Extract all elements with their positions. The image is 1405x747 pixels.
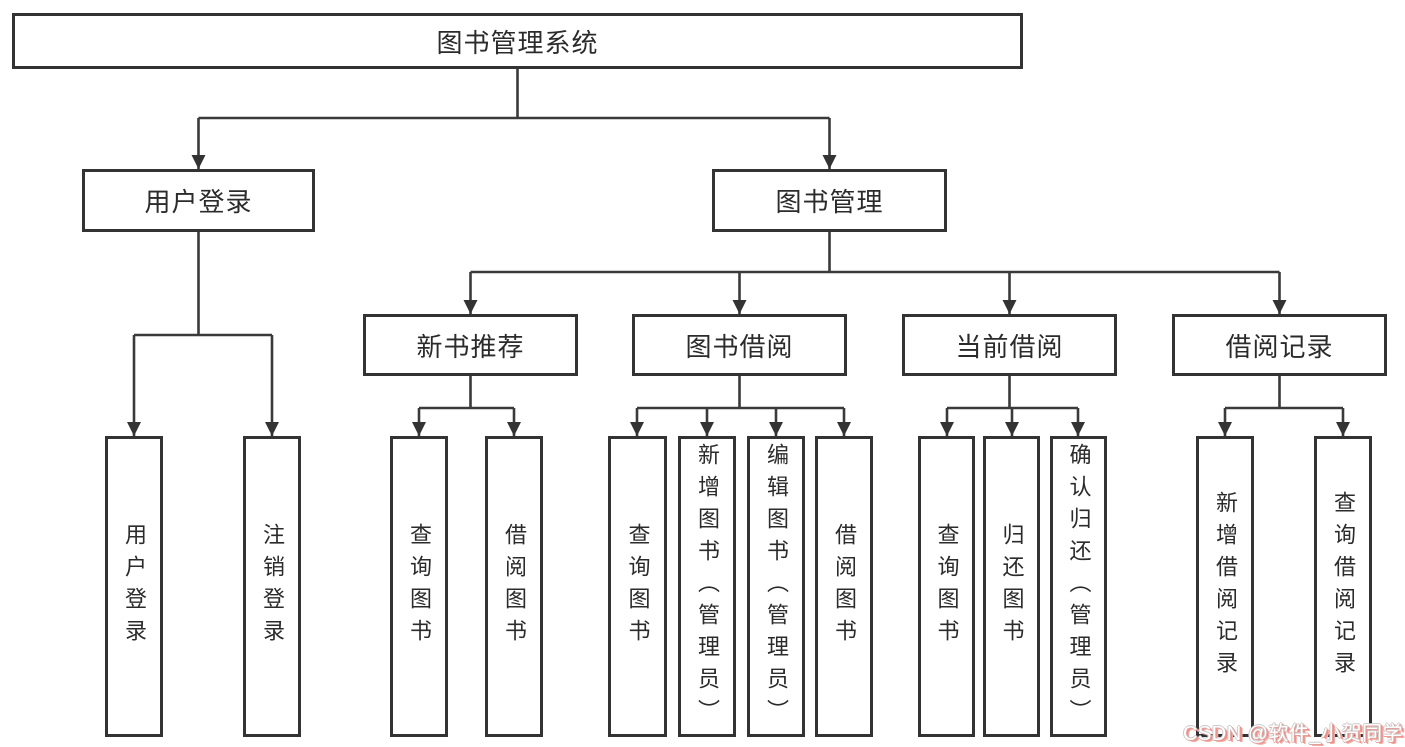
- node-library-management-system: 图书管理系统: [12, 13, 1023, 69]
- leaf-add-borrow-record: 新增借阅记录: [1196, 436, 1254, 737]
- node-current-borrowing: 当前借阅: [902, 314, 1117, 376]
- leaf-query-book-recommend: 查询图书: [390, 436, 448, 737]
- leaf-logout: 注销登录: [243, 436, 301, 737]
- leaf-edit-book-admin: 编辑图书（管理员）: [747, 436, 805, 737]
- node-new-book-recommendation: 新书推荐: [363, 314, 578, 376]
- leaf-confirm-return-admin: 确认归还（管理员）: [1050, 436, 1107, 737]
- leaf-query-book-borrowing: 查询图书: [608, 436, 667, 737]
- node-user-login: 用户登录: [82, 169, 315, 232]
- csdn-watermark: CSDN @软件_小贺同学: [1183, 723, 1404, 745]
- leaf-user-login: 用户登录: [105, 436, 163, 737]
- node-book-borrowing: 图书借阅: [632, 314, 847, 376]
- node-book-management: 图书管理: [712, 169, 947, 232]
- leaf-query-book-current: 查询图书: [918, 436, 975, 737]
- leaf-borrow-book: 借阅图书: [815, 436, 873, 737]
- leaf-return-book: 归还图书: [983, 436, 1040, 737]
- leaf-query-borrow-record: 查询借阅记录: [1314, 436, 1372, 737]
- leaf-borrow-book-recommend: 借阅图书: [485, 436, 543, 737]
- node-borrowing-records: 借阅记录: [1172, 314, 1387, 376]
- leaf-add-book-admin: 新增图书（管理员）: [678, 436, 736, 737]
